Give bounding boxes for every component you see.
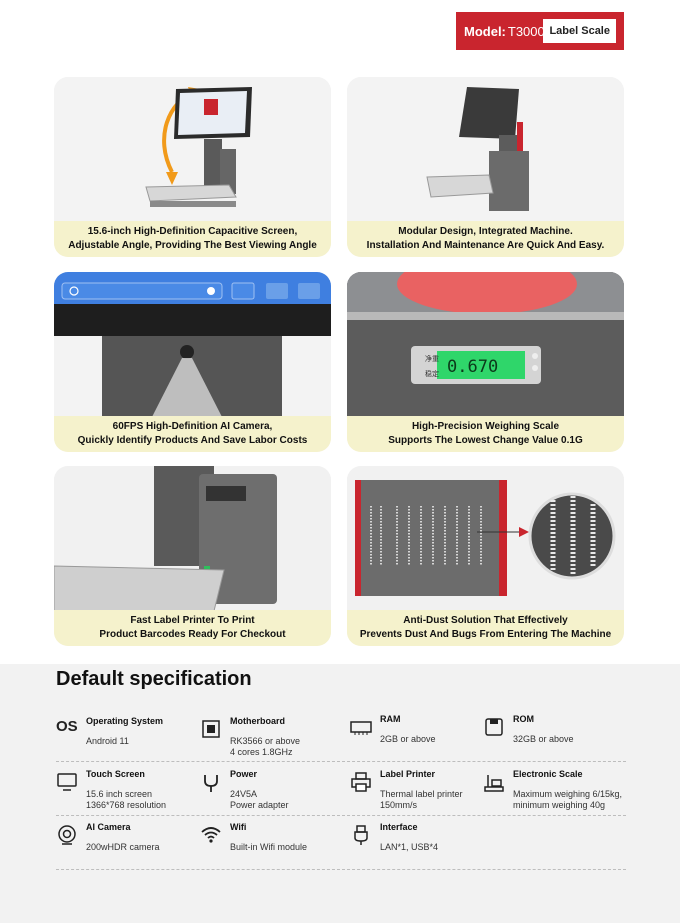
spec-section: Default specification OS Operating Syste… (0, 664, 680, 923)
os-icon: OS (56, 718, 78, 735)
spec-value: 24V5A (230, 789, 258, 799)
antidust-product-image (347, 466, 624, 611)
feature-card-printer: Fast Label Printer To Print Product Barc… (54, 466, 331, 646)
caption-line: Fast Label Printer To Print (130, 615, 255, 626)
spec-title: Label Printer (380, 769, 436, 779)
screen-product-image (54, 77, 331, 222)
caption-line: Adjustable Angle, Providing The Best Vie… (68, 240, 317, 251)
feature-caption: Anti-Dust Solution That Effectively Prev… (347, 610, 624, 646)
feature-card-screen: 15.6-inch High-Definition Capacitive Scr… (54, 77, 331, 257)
caption-line: Prevents Dust And Bugs From Entering The… (359, 629, 612, 640)
printer-product-image (54, 466, 331, 611)
feature-caption: Modular Design, Integrated Machine. Inst… (347, 221, 624, 257)
spec-value: LAN*1, USB*4 (380, 842, 439, 852)
spec-title: Wifi (230, 822, 247, 832)
spec-value: Maximum weighing 6/15kg, (513, 789, 623, 799)
feature-card-scale: 净重 稳定 0.670 High-Precision Weighing Scal… (347, 272, 624, 452)
spec-title: Operating System (86, 716, 164, 726)
feature-card-antidust: Anti-Dust Solution That Effectively Prev… (347, 466, 624, 646)
spec-title: RAM (380, 714, 401, 724)
spec-value: 2GB or above (380, 734, 436, 744)
monitor-icon (57, 773, 77, 791)
caption-line: Modular Design, Integrated Machine. (398, 226, 573, 237)
spec-value: 200wHDR camera (86, 842, 160, 852)
feature-caption: 60FPS High-Definition AI Camera, Quickly… (54, 416, 331, 452)
spec-title: AI Camera (86, 822, 131, 832)
camera-product-image (54, 272, 331, 417)
spec-title: ROM (513, 714, 534, 724)
search-icon (69, 286, 79, 296)
model-label: Model: (464, 23, 506, 39)
caption-line: Product Barcodes Ready For Checkout (99, 629, 286, 640)
caption-line: Supports The Lowest Change Value 0.1G (388, 435, 583, 446)
stable-label: 稳定 (425, 369, 439, 378)
scale-icon (484, 775, 504, 792)
feature-caption: 15.6-inch High-Definition Capacitive Scr… (54, 221, 331, 257)
rom-icon (485, 718, 503, 736)
motherboard-icon (202, 720, 220, 738)
ram-icon (350, 721, 372, 735)
caption-line: High-Precision Weighing Scale (411, 421, 560, 432)
spec-divider (56, 761, 626, 762)
product-type-tag: Label Scale (543, 19, 616, 43)
spec-value: Android 11 (86, 736, 129, 746)
caption-line: Quickly Identify Products And Save Labor… (77, 435, 308, 446)
spec-value: 1366*768 resolution (86, 800, 167, 810)
feature-card-camera: 60FPS High-Definition AI Camera, Quickly… (54, 272, 331, 452)
printer-icon (351, 772, 371, 792)
spec-title: Power (230, 769, 258, 779)
spec-heading: Default specification (56, 668, 252, 690)
scale-product-image: 净重 稳定 0.670 (347, 272, 624, 417)
spec-value: 4 cores 1.8GHz (230, 747, 293, 757)
spec-title: Touch Screen (86, 769, 145, 779)
spec-value: 15.6 inch screen (86, 789, 153, 799)
spec-title: Motherboard (230, 716, 285, 726)
plug-icon (204, 775, 218, 792)
net-weight-label: 净重 (425, 354, 439, 363)
model-badge: Model: T3000 Label Scale (456, 12, 624, 50)
spec-value: Thermal label printer (380, 789, 463, 799)
caption-line: Anti-Dust Solution That Effectively (403, 615, 568, 626)
clear-icon (207, 287, 215, 295)
usb-icon (354, 825, 368, 845)
modular-product-image (347, 77, 624, 222)
caption-line: 60FPS High-Definition AI Camera, (112, 421, 273, 432)
model-value: T3000 (507, 23, 545, 39)
spec-value: Built-in Wifi module (230, 842, 308, 852)
spec-value: 150mm/s (380, 800, 418, 810)
spec-divider (56, 815, 626, 816)
weight-readout: 0.670 (447, 357, 498, 377)
spec-value: 32GB or above (513, 734, 574, 744)
spec-value: Power adapter (230, 800, 289, 810)
feature-card-modular: Modular Design, Integrated Machine. Inst… (347, 77, 624, 257)
feature-caption: High-Precision Weighing Scale Supports T… (347, 416, 624, 452)
spec-title: Electronic Scale (513, 769, 583, 779)
spec-divider (56, 869, 626, 870)
caption-line: 15.6-inch High-Definition Capacitive Scr… (87, 226, 298, 237)
wifi-icon (201, 827, 221, 843)
caption-line: Installation And Maintenance Are Quick A… (366, 240, 605, 251)
spec-value: minimum weighing 40g (513, 800, 606, 810)
spec-value: RK3566 or above (230, 736, 301, 746)
feature-caption: Fast Label Printer To Print Product Barc… (54, 610, 331, 646)
spec-title: Interface (380, 822, 418, 832)
camera-icon (58, 825, 76, 845)
